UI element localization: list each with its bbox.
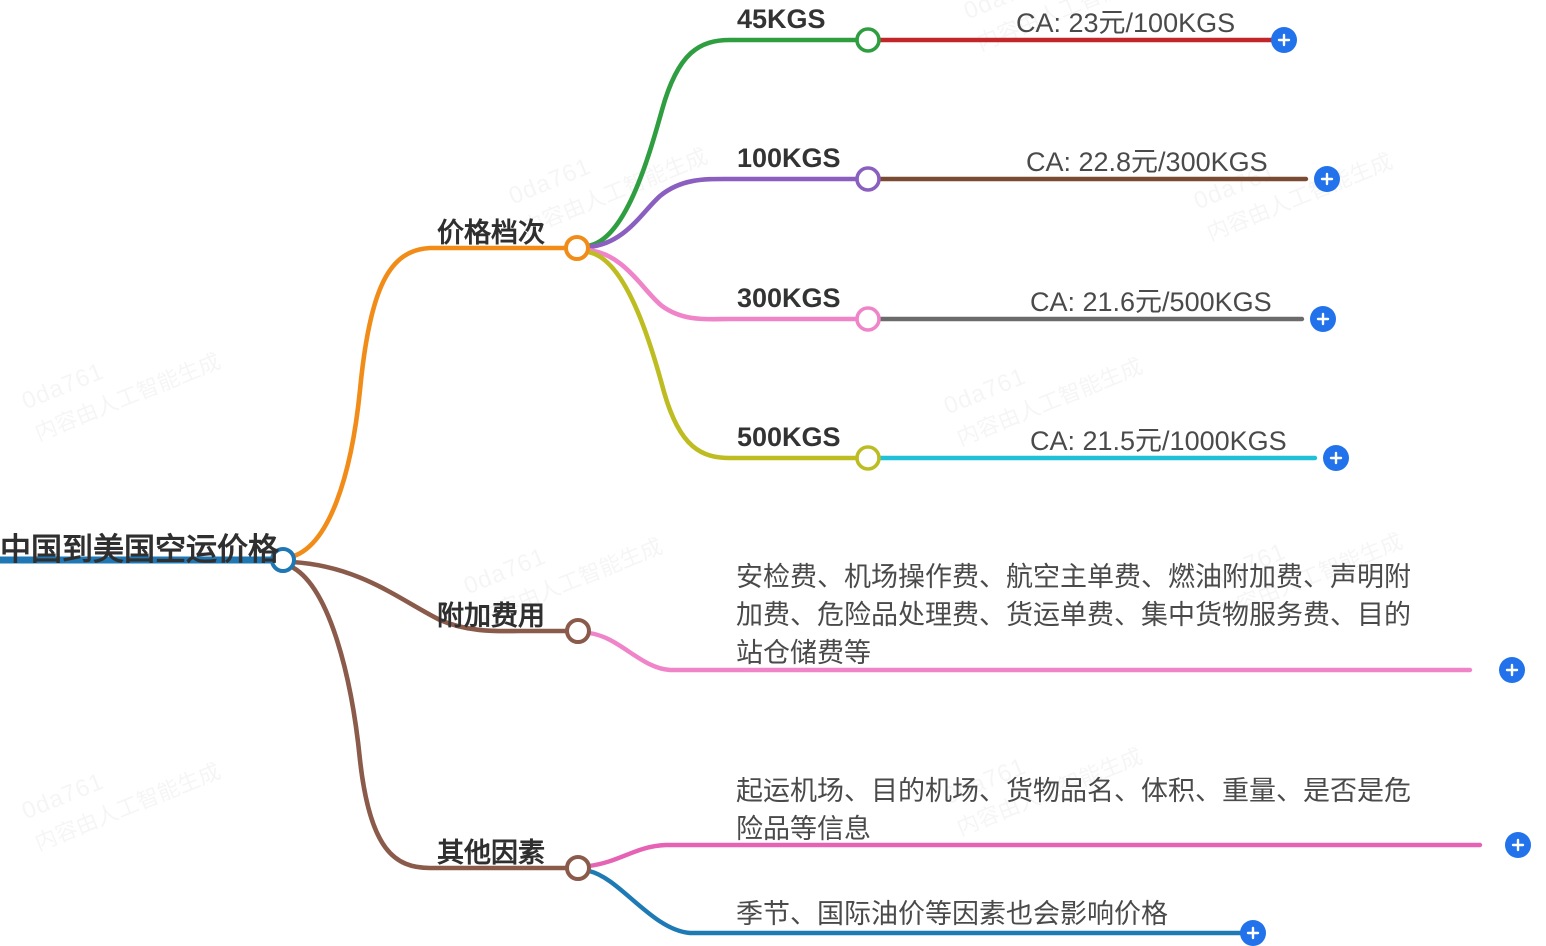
- leaf-label-100kgs[interactable]: 100KGS: [737, 143, 841, 173]
- plus-icon: [1320, 172, 1334, 186]
- edge-root-to-other-factors: [287, 563, 571, 871]
- leaf-label-45kgs[interactable]: 45KGS: [737, 4, 826, 34]
- plus-icon: [1277, 33, 1291, 47]
- edge-price-tier-to-500kgs: [585, 249, 861, 461]
- root-label[interactable]: 中国到美国空运价格: [0, 532, 279, 567]
- node-price-tier: [564, 235, 590, 261]
- branch-label-surcharge[interactable]: 附加费用: [437, 601, 545, 631]
- expand-button-45kgs[interactable]: [1271, 27, 1297, 53]
- plus-icon: [1316, 312, 1330, 326]
- node-500kgs: [855, 445, 881, 471]
- leaf-detail-45kgs[interactable]: CA: 23元/100KGS: [1016, 8, 1236, 38]
- other-factors-detail-text-1[interactable]: 起运机场、目的机场、货物品名、体积、重量、是否是危 险品等信息: [736, 776, 1411, 844]
- node-45kgs: [855, 27, 881, 53]
- leaf-detail-100kgs[interactable]: CA: 22.8元/300KGS: [1026, 147, 1268, 177]
- branch-label-other-factors[interactable]: 其他因素: [437, 838, 545, 868]
- other-factors-detail-text-2[interactable]: 季节、国际油价等因素也会影响价格: [736, 899, 1168, 929]
- node-300kgs: [855, 306, 881, 332]
- node-surcharge: [565, 618, 591, 644]
- edge-surcharge-to-detail: [586, 630, 1473, 673]
- node-root: [270, 547, 296, 573]
- node-100kgs: [855, 166, 881, 192]
- plus-icon: [1329, 451, 1343, 465]
- edge-price-tier-to-45kgs: [585, 37, 861, 249]
- leaf-detail-300kgs[interactable]: CA: 21.6元/500KGS: [1030, 287, 1272, 317]
- expand-button-other-1[interactable]: [1505, 832, 1531, 858]
- plus-icon: [1511, 838, 1525, 852]
- edge-root-to-surcharge: [289, 559, 571, 634]
- edge-price-tier-to-300kgs: [585, 247, 861, 322]
- node-other: [565, 855, 591, 881]
- leaf-label-500kgs[interactable]: 500KGS: [737, 422, 841, 452]
- expand-button-500kgs[interactable]: [1323, 445, 1349, 471]
- edge-root-to-price-tier: [283, 245, 569, 561]
- expand-button-100kgs[interactable]: [1314, 166, 1340, 192]
- expand-button-300kgs[interactable]: [1310, 306, 1336, 332]
- edge-price-tier-to-100kgs: [585, 176, 861, 250]
- edge-other-to-detail-1: [586, 842, 1483, 869]
- branch-label-price-tier[interactable]: 价格档次: [437, 218, 545, 248]
- edge-other-to-detail-2: [586, 868, 1243, 936]
- plus-icon: [1246, 926, 1260, 940]
- leaf-label-300kgs[interactable]: 300KGS: [737, 283, 841, 313]
- expand-button-other-2[interactable]: [1240, 920, 1266, 946]
- leaf-detail-500kgs[interactable]: CA: 21.5元/1000KGS: [1030, 426, 1287, 456]
- plus-icon: [1505, 663, 1519, 677]
- surcharge-detail-text[interactable]: 安检费、机场操作费、航空主单费、燃油附加费、声明附 加费、危险品处理费、货运单费…: [736, 562, 1411, 668]
- expand-button-surcharge[interactable]: [1499, 657, 1525, 683]
